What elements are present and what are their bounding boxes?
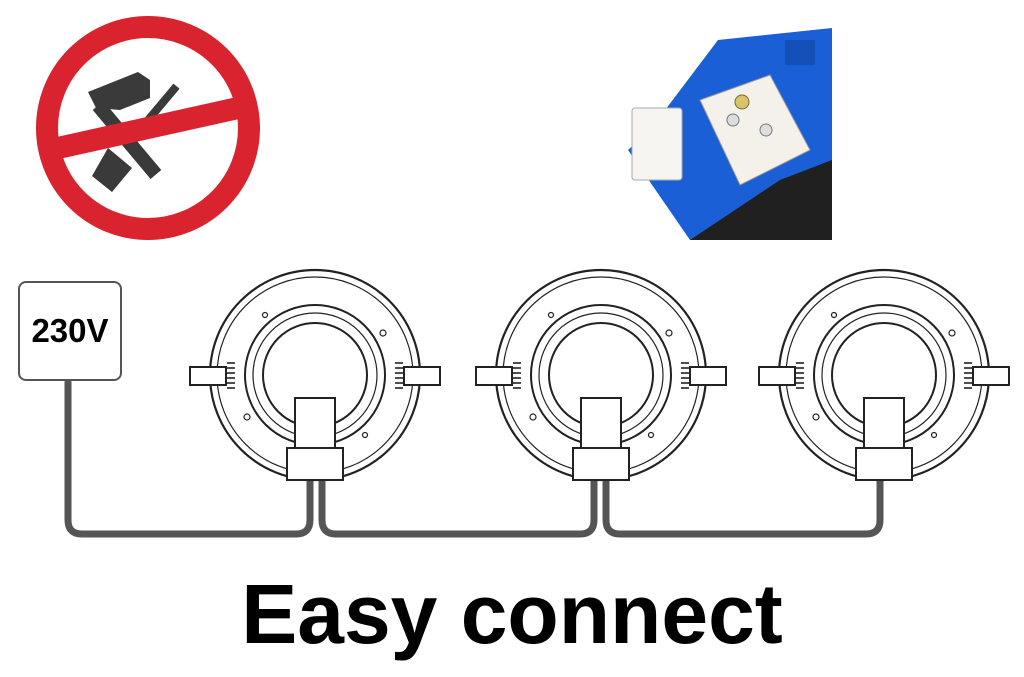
power-source-box: 230V bbox=[18, 281, 122, 381]
cable-run bbox=[64, 378, 884, 538]
downlight-2 bbox=[474, 268, 728, 482]
no-tools-icon bbox=[36, 16, 260, 240]
connector-block-photo bbox=[628, 28, 832, 240]
downlight-3 bbox=[757, 268, 1011, 482]
power-source-label: 230V bbox=[31, 312, 109, 349]
caption-title: Easy connect bbox=[241, 567, 783, 661]
downlight-1 bbox=[188, 268, 442, 482]
